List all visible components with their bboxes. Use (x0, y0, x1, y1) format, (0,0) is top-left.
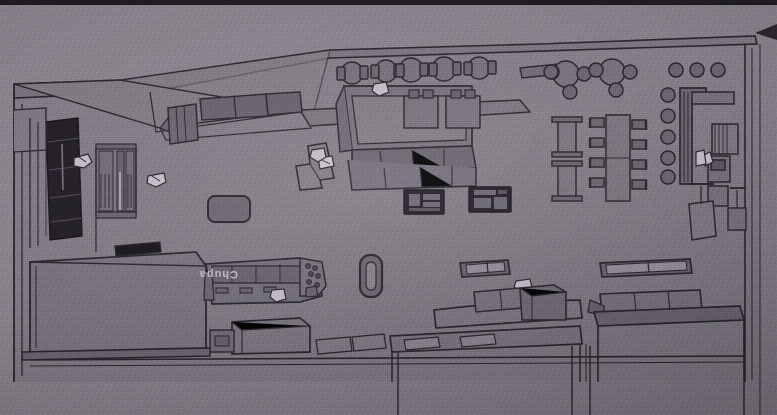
chair-symbol (146, 172, 167, 188)
banquette-lounge (335, 85, 481, 191)
storage-block (167, 103, 199, 145)
low-storage-box (209, 317, 311, 355)
chair-symbol-group (309, 147, 327, 163)
bar-island-right (660, 44, 753, 382)
banquet-table-long (588, 114, 648, 202)
photo-corner-shadow (755, 24, 777, 40)
console-unit-right (468, 186, 512, 213)
round-table-cluster-right (543, 58, 726, 100)
chair-symbol (73, 153, 93, 169)
display-wall-unit (45, 117, 84, 241)
bottom-seam-lines (397, 44, 761, 415)
bar-run-chupa (203, 257, 327, 305)
right-wall-column (688, 183, 717, 241)
floor-tile-strip (29, 333, 746, 367)
left-wall-structure (13, 98, 47, 382)
kitchen-prep-line (389, 258, 746, 382)
service-counter-block (21, 218, 211, 361)
bar-signage-text: Chupa (199, 268, 238, 280)
round-table-row-center (336, 56, 497, 97)
photo-top-edge-strip (0, 0, 777, 5)
low-table-rounded (207, 195, 251, 223)
shelving-unit-left (95, 143, 137, 219)
pill-fixture (358, 253, 384, 299)
console-unit-left (403, 189, 445, 215)
banquet-table-left (551, 116, 583, 202)
svg-text:Chupa: Chupa (199, 268, 238, 280)
